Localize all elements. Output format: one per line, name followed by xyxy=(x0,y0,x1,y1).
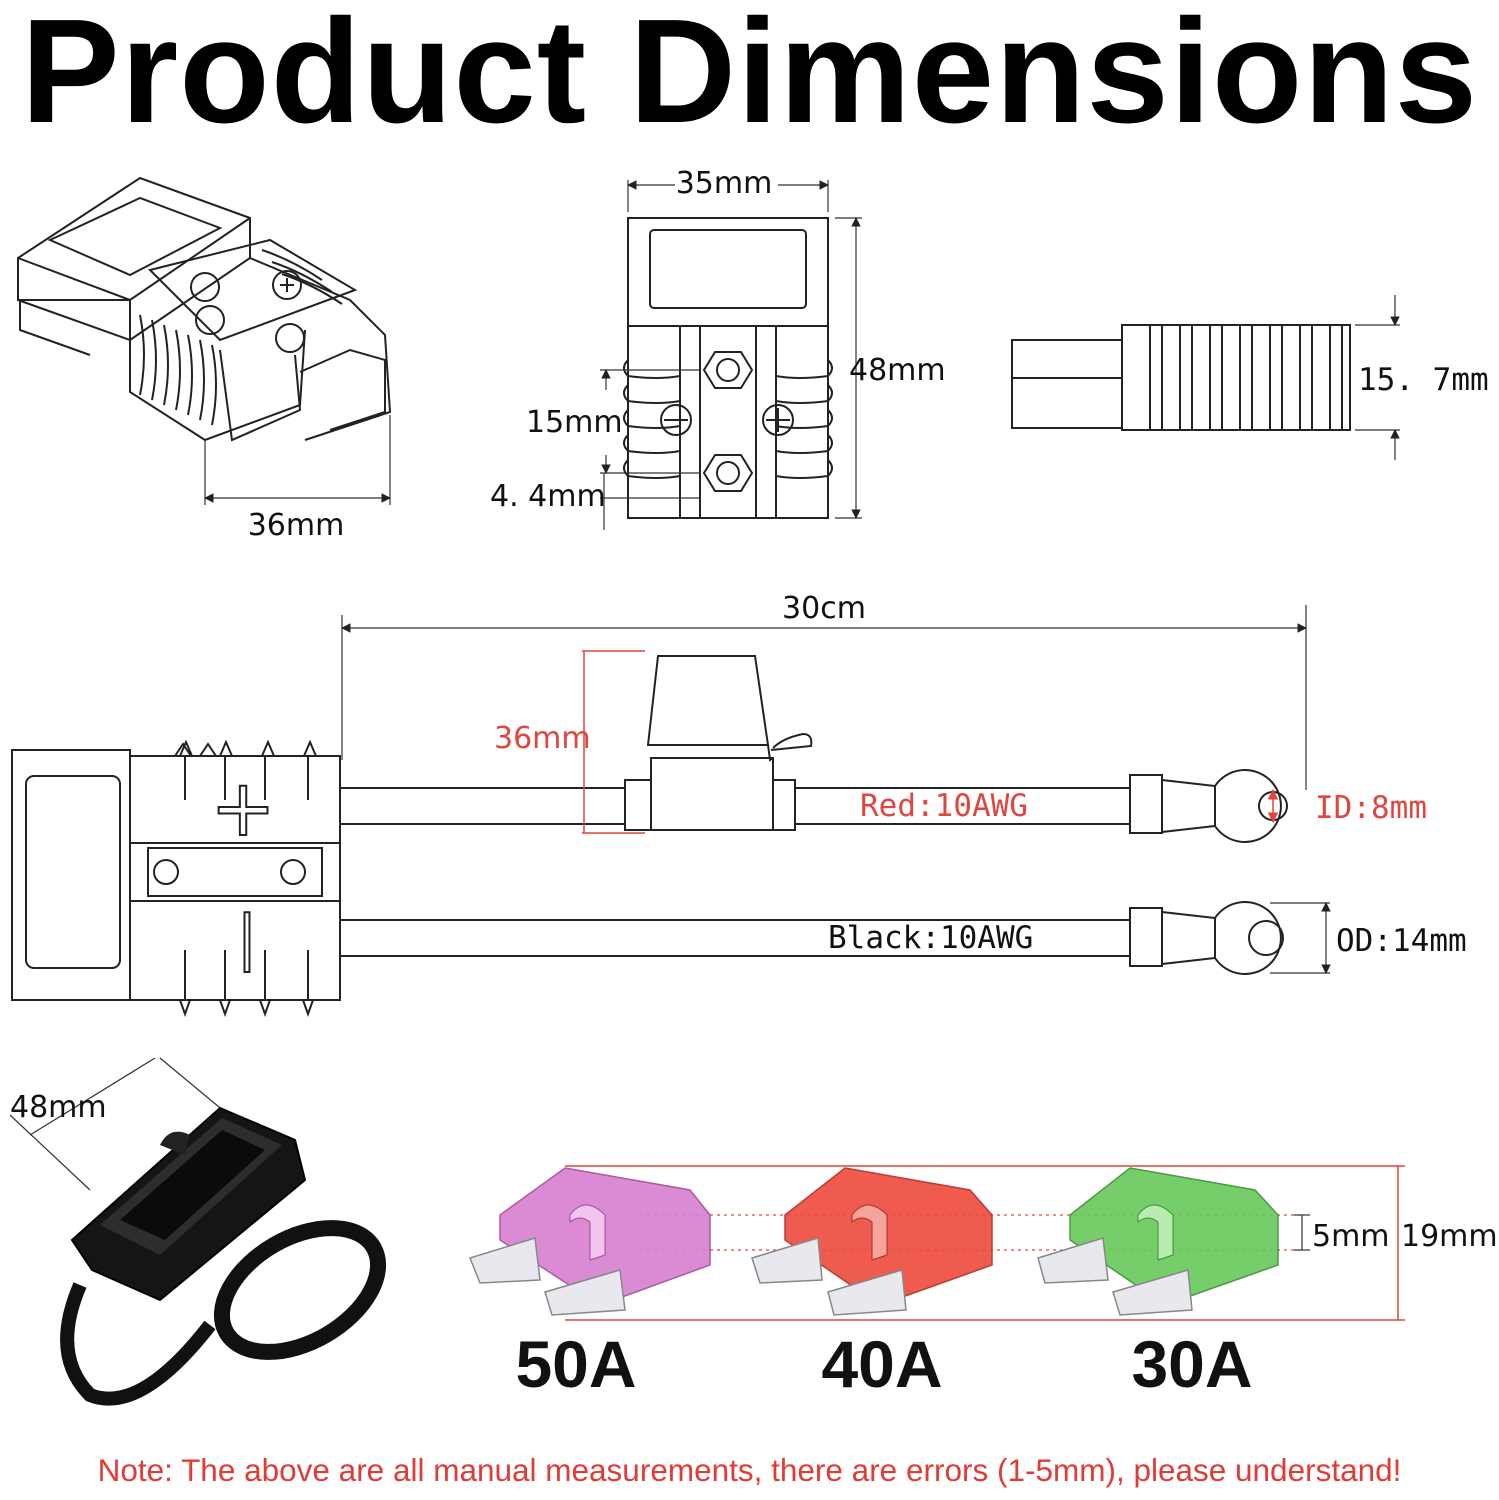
fuse-40a xyxy=(751,1167,993,1316)
black-wire-label: Black:10AWG xyxy=(828,920,1033,956)
cable-length-label: 30cm xyxy=(782,591,866,626)
front-height-label: 48mm xyxy=(849,353,946,388)
fuse-height-label: 19mm xyxy=(1401,1219,1498,1254)
plus-symbol: + xyxy=(210,764,275,854)
fuse-50a-label: 50A xyxy=(515,1327,636,1401)
connector-isometric xyxy=(17,176,392,505)
hole-offset-label: 4. 4mm xyxy=(490,479,606,514)
dust-cap xyxy=(9,1057,387,1406)
connector-width-label: 36mm xyxy=(248,508,345,543)
fuse-30a xyxy=(1037,1167,1279,1316)
cable-assembly xyxy=(11,605,1331,1017)
front-width-label: 35mm xyxy=(676,166,773,201)
connector-side-view xyxy=(1011,295,1400,460)
hole-spacing-label: 15mm xyxy=(526,405,623,440)
page-title: Product Dimensions xyxy=(20,0,1479,154)
side-height-label: 15. 7mm xyxy=(1358,362,1489,398)
fuse-blade-width-label: 5mm xyxy=(1312,1219,1390,1254)
dust-cap-size-label: 48mm xyxy=(10,1090,107,1125)
ring-id-label: ID:8mm xyxy=(1315,790,1427,826)
connector-front-view xyxy=(600,180,862,530)
measurement-note: Note: The above are all manual measureme… xyxy=(97,1452,1402,1488)
fuse-holder-height-label: 36mm xyxy=(494,721,591,756)
ring-od-label: OD:14mm xyxy=(1336,923,1467,959)
fuse-40a-label: 40A xyxy=(821,1327,942,1401)
fuse-50a xyxy=(469,1167,711,1316)
red-wire-label: Red:10AWG xyxy=(860,788,1028,824)
minus-symbol: | xyxy=(237,903,257,973)
fuse-30a-label: 30A xyxy=(1131,1327,1252,1401)
